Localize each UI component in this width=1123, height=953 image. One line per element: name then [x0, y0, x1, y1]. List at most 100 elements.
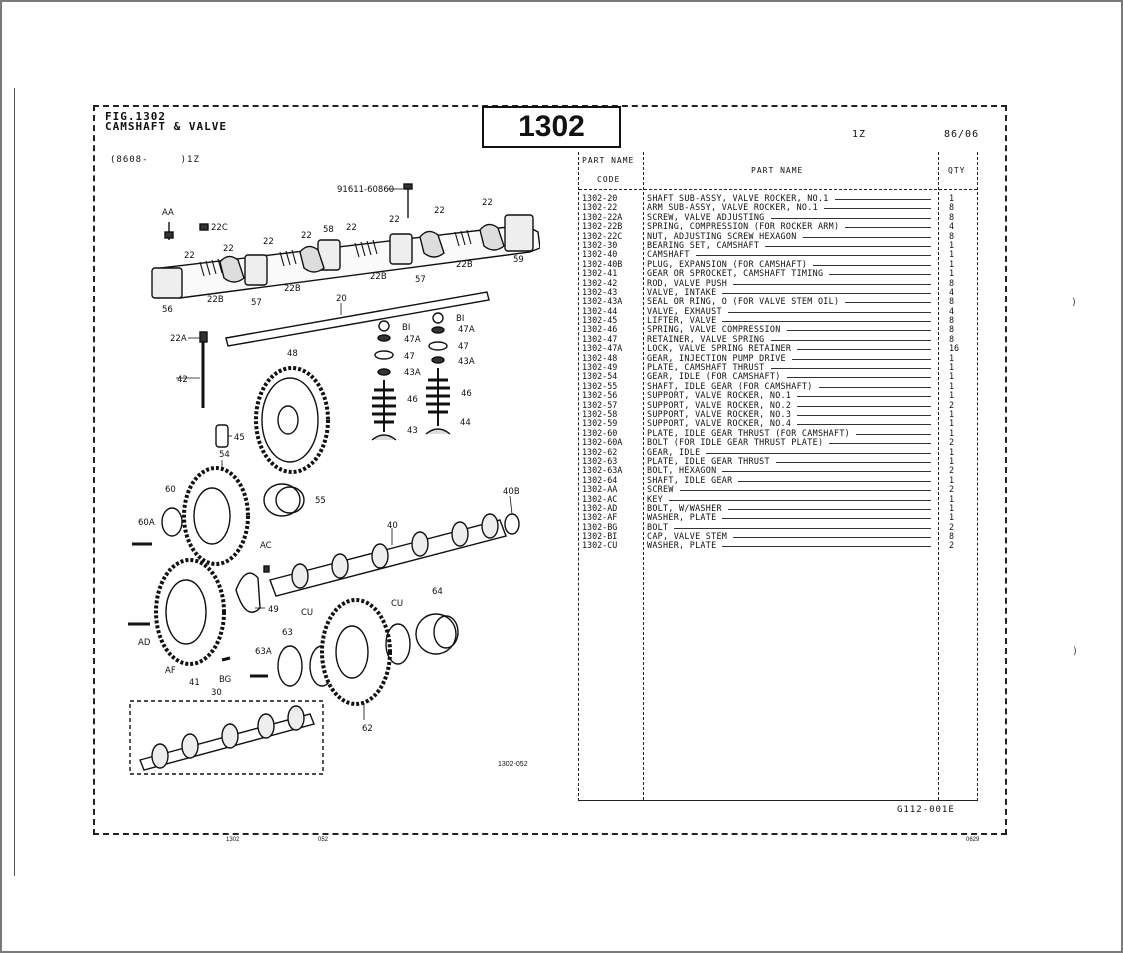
part-qty: 8	[949, 315, 955, 326]
part-name: PLATE, IDLE GEAR THRUST (FOR CAMSHAFT)	[647, 427, 851, 438]
part-code: 1302-AC	[582, 493, 618, 504]
label-57: 57	[251, 298, 262, 308]
part-code: 1302-22A	[582, 211, 623, 222]
part-qty: 1	[949, 249, 955, 260]
label-60: 60	[165, 485, 176, 495]
part-qty: 1	[949, 362, 955, 373]
leader-line	[829, 443, 931, 445]
label-47: 47	[458, 342, 469, 352]
leader-line	[722, 518, 931, 520]
leader-line	[669, 499, 931, 501]
leader-line	[797, 414, 931, 416]
part-code: 1302-22	[582, 202, 618, 213]
table-row: 1302-22B SPRING, COMPRESSION (FOR ROCKER …	[579, 221, 977, 232]
part-code: 1302-40	[582, 249, 618, 260]
part-qty: 1	[949, 427, 955, 438]
label-22: 22	[434, 206, 445, 216]
label-22b: 22B	[207, 295, 224, 305]
label-22: 22	[301, 231, 312, 241]
part-name: BOLT, W/WASHER	[647, 502, 722, 513]
part-name: PLATE, CAMSHAFT THRUST	[647, 362, 765, 373]
part-name: VALVE, EXHAUST	[647, 305, 722, 316]
leader-line	[856, 433, 931, 435]
part-qty: 1	[949, 239, 955, 250]
label-22: 22	[184, 251, 195, 261]
label-56: 56	[162, 305, 173, 315]
part-name: NUT, ADJUSTING SCREW HEXAGON	[647, 230, 797, 241]
part-code: 1302-22B	[582, 221, 623, 232]
figure-title: FIG.1302 CAMSHAFT & VALVE	[105, 111, 227, 132]
table-row: 1302-40 CAMSHAFT 1	[579, 249, 977, 260]
part-name: RETAINER, VALVE SPRING	[647, 333, 765, 344]
footer-left: 1302	[226, 837, 240, 843]
leader-line	[771, 217, 931, 219]
part-qty: 2	[949, 399, 955, 410]
col-header-qty: QTY	[948, 166, 966, 175]
part-name: SPRING, COMPRESSION (FOR ROCKER ARM)	[647, 221, 840, 232]
part-name: BOLT, HEXAGON	[647, 465, 717, 476]
label-cu: CU	[301, 608, 313, 618]
part-name: WASHER, PLATE	[647, 540, 717, 551]
leader-line	[722, 471, 931, 473]
label-55: 55	[315, 496, 326, 506]
leader-line	[845, 227, 931, 229]
leader-line	[797, 424, 931, 426]
part-code: 1302-63	[582, 455, 618, 466]
part-qty: 8	[949, 277, 955, 288]
leader-line	[696, 255, 931, 257]
part-code: 1302-22C	[582, 230, 623, 241]
part-code: 1302-40B	[582, 258, 623, 269]
leader-line	[824, 208, 931, 210]
part-qty: 4	[949, 221, 955, 232]
scan-mark: )	[1071, 297, 1078, 308]
part-qty: 2	[949, 521, 955, 532]
leader-line	[733, 537, 931, 539]
leader-line	[722, 546, 931, 548]
leader-line	[835, 199, 931, 200]
part-name: GEAR, IDLE (FOR CAMSHAFT)	[647, 371, 781, 382]
part-name: SEAL OR RING, O (FOR VALVE STEM OIL)	[647, 296, 840, 307]
part-qty: 1	[949, 455, 955, 466]
label-45: 45	[234, 433, 245, 443]
part-code: 1302-30	[582, 239, 618, 250]
leader-line	[771, 339, 931, 341]
part-code: 1302-54	[582, 371, 618, 382]
label-43: 43	[407, 426, 418, 436]
column-divider	[938, 152, 939, 800]
label-ac: AC	[260, 541, 272, 551]
part-qty: 1	[949, 268, 955, 279]
label-22b: 22B	[284, 284, 301, 294]
part-code: 1302-CU	[582, 540, 618, 551]
col-header-code-line2: CODE	[597, 175, 621, 184]
part-name: GEAR, INJECTION PUMP DRIVE	[647, 352, 786, 363]
label-ad: AD	[138, 638, 151, 648]
part-name: BEARING SET, CAMSHAFT	[647, 239, 760, 250]
leader-line	[771, 368, 931, 370]
header-divider	[579, 189, 977, 191]
part-name: CAMSHAFT	[647, 249, 690, 260]
part-name: ROD, VALVE PUSH	[647, 277, 728, 288]
label-63: 63	[282, 628, 293, 638]
label-bg: BG	[219, 675, 231, 685]
leader-line	[728, 311, 931, 313]
table-row: 1302-30 BEARING SET, CAMSHAFT 1	[579, 239, 977, 250]
part-qty: 8	[949, 531, 955, 542]
part-name: SCREW	[647, 484, 674, 495]
leader-line	[706, 452, 931, 454]
col-header-name: PART NAME	[751, 166, 804, 175]
